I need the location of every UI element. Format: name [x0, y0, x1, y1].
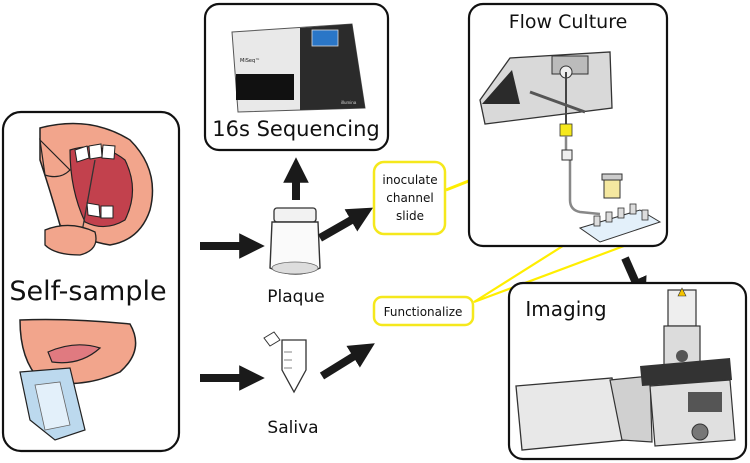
microscope-illustration — [515, 287, 736, 451]
functionalize-callout: Functionalize — [372, 295, 475, 327]
mouth-saliva-illustration — [19, 318, 137, 441]
inoculate-line-3: slide — [396, 209, 424, 223]
sequencing-label: 16s Sequencing — [212, 117, 379, 141]
inoculate-line-1: inoculate — [382, 173, 437, 187]
arrow-to-inoculate — [318, 207, 374, 242]
mouth-floss-illustration — [39, 122, 154, 256]
saliva-tube — [263, 331, 307, 394]
sequencer-logo-text: illumina — [341, 100, 357, 105]
flow-culture-panel: Flow Culture — [467, 2, 669, 248]
self-sample-label: Self-sample — [9, 276, 166, 307]
flow-tubing — [561, 136, 601, 216]
sequencing-panel: MiSeq™ illumina 16s Sequencing — [203, 2, 390, 152]
imaging-panel: Imaging — [507, 281, 748, 461]
inoculate-callout: inoculate channel slide — [372, 160, 447, 236]
functionalize-label: Functionalize — [384, 305, 463, 319]
channel-slide-illustration — [578, 173, 662, 243]
syringe-pump-illustration — [479, 51, 613, 137]
imaging-label: Imaging — [525, 297, 606, 321]
flow-culture-label: Flow Culture — [509, 11, 628, 33]
arrow-to-functionalize — [319, 343, 375, 380]
functionalize-connector-a — [473, 238, 641, 304]
sequencer-device-illustration: MiSeq™ illumina — [231, 23, 366, 113]
plaque-vial — [269, 207, 321, 275]
inoculate-line-2: channel — [386, 191, 433, 205]
self-sample-panel: Self-sample — [1, 110, 181, 453]
saliva-label: Saliva — [267, 418, 318, 438]
sequencer-brand-text: MiSeq™ — [240, 58, 260, 64]
plaque-label: Plaque — [267, 287, 324, 307]
